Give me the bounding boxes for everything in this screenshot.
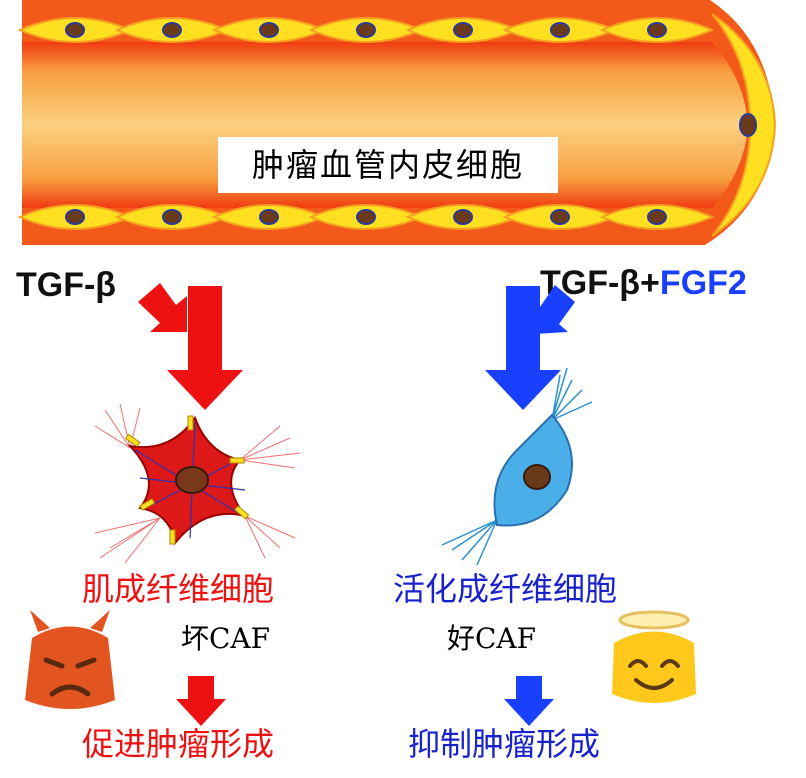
tgf-beta-label: TGF-β bbox=[16, 266, 117, 304]
endothelial-nucleus bbox=[453, 22, 473, 38]
endothelial-nucleus bbox=[550, 209, 570, 225]
endothelial-nucleus bbox=[65, 22, 85, 38]
fgf2-label: FGF2 bbox=[659, 264, 747, 302]
endothelial-nucleus bbox=[259, 22, 279, 38]
promote-tumor-label: 促进肿瘤形成 bbox=[82, 725, 275, 763]
blood-vessel-icon bbox=[17, 0, 777, 245]
inhibit-tumor-label: 抑制肿瘤形成 bbox=[408, 725, 601, 763]
tgf-fgf2-label: TGF-β+FGF2 bbox=[540, 266, 747, 300]
endothelial-nucleus bbox=[647, 209, 667, 225]
red-main-arrow bbox=[167, 286, 243, 410]
blue-main-arrow bbox=[485, 286, 561, 410]
angel-face-icon bbox=[612, 610, 696, 703]
activated-fibroblast-cell-icon bbox=[441, 367, 593, 566]
vessel-label: 肿瘤血管内皮细胞 bbox=[218, 137, 558, 193]
blue-lower-arrow bbox=[504, 676, 554, 726]
myofibroblast-label: 肌成纤维细胞 bbox=[82, 570, 275, 608]
myofibroblast-cell-icon bbox=[94, 403, 301, 564]
endothelial-nucleus bbox=[356, 22, 376, 38]
red-small-arrow bbox=[138, 283, 187, 332]
endothelial-nucleus bbox=[647, 22, 667, 38]
red-lower-arrow bbox=[176, 676, 226, 726]
endothelial-nucleus bbox=[550, 22, 570, 38]
activated-fibroblast-label: 活化成纤维细胞 bbox=[393, 570, 618, 608]
endothelial-nucleus bbox=[162, 209, 182, 225]
devil-face-icon bbox=[25, 610, 115, 709]
endothelial-nucleus bbox=[356, 209, 376, 225]
endothelial-nucleus bbox=[65, 209, 85, 225]
good-caf-label: 好CAF bbox=[447, 622, 537, 655]
endothelial-nucleus bbox=[453, 209, 473, 225]
endothelial-nucleus bbox=[259, 209, 279, 225]
endothelial-nucleus bbox=[162, 22, 182, 38]
bad-caf-label: 坏CAF bbox=[181, 622, 271, 655]
blue-small-arrow bbox=[532, 285, 575, 334]
